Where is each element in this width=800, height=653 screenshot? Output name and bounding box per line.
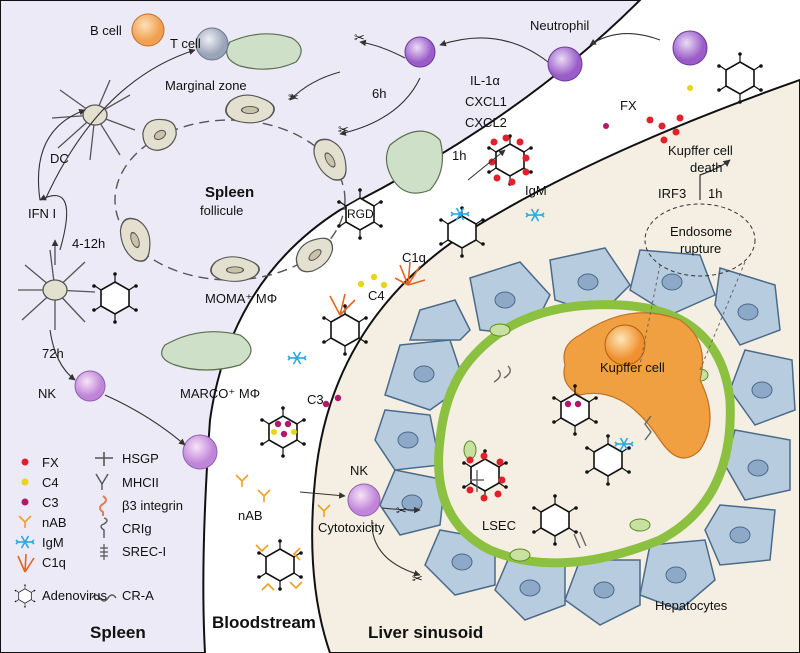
nk-cell-blood xyxy=(347,483,381,517)
label-1h-liver: 1h xyxy=(708,186,722,201)
label-nab: nAB xyxy=(238,508,263,523)
c1q-free xyxy=(394,261,426,286)
legend-adenovirus: Adenovirus xyxy=(42,588,108,603)
label-il1a: IL-1α xyxy=(470,73,500,88)
c4-dot-3 xyxy=(357,280,365,288)
label-nk-spleen: NK xyxy=(38,386,56,401)
label-1h-spleen: 1h xyxy=(452,148,466,163)
region-liver-sinusoid: Liver sinusoid xyxy=(368,623,483,642)
t-cell xyxy=(195,27,229,61)
legend-crig: CRIg xyxy=(122,521,152,536)
label-c4: C4 xyxy=(368,288,385,303)
nk-cell-spleen xyxy=(74,370,106,402)
c1q-on-virus xyxy=(329,293,356,316)
spleen-follicle xyxy=(114,119,346,281)
label-kupffer: Kupffer cell xyxy=(600,360,665,375)
region-spleen: Spleen xyxy=(90,623,146,642)
marginal-macrophages xyxy=(161,33,443,371)
neutrophil-spleen xyxy=(404,36,436,68)
label-cxcl2: CXCL2 xyxy=(465,115,507,130)
legend-symbols xyxy=(14,452,117,608)
label-follicle-sub: follicule xyxy=(200,203,243,218)
legend-fx: FX xyxy=(42,455,59,470)
irf3-arrow xyxy=(699,159,731,200)
endosome-callout xyxy=(644,203,756,277)
legend-mhcii: MHCII xyxy=(122,475,159,490)
nk-cell-spleen-target xyxy=(182,434,218,470)
legend-cr-a: CR-A xyxy=(122,588,154,603)
b-cell xyxy=(131,13,165,47)
c3-dot-top xyxy=(603,123,609,129)
label-endosome-1: Endosome xyxy=(670,224,732,239)
label-hepatocytes: Hepatocytes xyxy=(655,598,728,613)
neutrophil-blood xyxy=(547,46,583,82)
label-cxcl1: CXCL1 xyxy=(465,94,507,109)
label-endosome-2: rupture xyxy=(680,241,721,256)
svg-text:✂: ✂ xyxy=(338,123,349,138)
callout-line-2 xyxy=(699,261,746,371)
label-c1q: C1q xyxy=(402,250,426,265)
legend-b3-integrin: β3 integrin xyxy=(122,498,183,513)
label-lsec: LSEC xyxy=(482,518,516,533)
legend-hsgp: HSGP xyxy=(122,451,159,466)
label-marco: MARCO⁺ MΦ xyxy=(180,386,260,401)
hepatocyte-nuclei xyxy=(397,273,773,599)
nab-on-virus xyxy=(255,544,303,591)
flow-arrows xyxy=(37,33,661,577)
nab-free xyxy=(235,474,331,517)
label-72h: 72h xyxy=(42,346,64,361)
label-t-cell: T cell xyxy=(170,36,201,51)
c3-dot-1 xyxy=(322,400,330,408)
legend-srec-i: SREC-I xyxy=(122,544,166,559)
label-fx: FX xyxy=(620,98,637,113)
spleen-region xyxy=(0,0,642,653)
callout-line-1 xyxy=(639,264,661,366)
label-kupffer-death-2: death xyxy=(690,160,723,175)
label-irf3: IRF3 xyxy=(658,186,686,201)
legend-c3: C3 xyxy=(42,495,59,510)
c3-on-virus xyxy=(274,400,582,438)
label-kupffer-death-1: Kupffer cell xyxy=(668,143,733,158)
c4-on-virus xyxy=(271,429,297,435)
legend-nab: nAB xyxy=(42,515,67,530)
legend-c1q: C1q xyxy=(42,555,66,570)
kupffer-cell xyxy=(563,312,711,459)
label-follicle-title: Spleen xyxy=(205,184,254,201)
label-dc: DC xyxy=(50,151,69,166)
label-c3: C3 xyxy=(307,392,324,407)
legend-igm: IgM xyxy=(42,535,64,550)
label-igm: IgM xyxy=(525,183,547,198)
receptors xyxy=(470,365,652,549)
dendritic-cell-bottom xyxy=(18,249,96,330)
region-bloodstream: Bloodstream xyxy=(212,613,316,632)
svg-text:✂: ✂ xyxy=(354,31,365,46)
label-moma: MOMA⁺ MΦ xyxy=(205,291,277,306)
c4-dot-2 xyxy=(380,281,388,289)
fx-dots xyxy=(466,114,684,502)
neutrophil-incoming xyxy=(672,30,708,66)
label-4-12h: 4-12h xyxy=(72,236,105,251)
label-rgd: RGD xyxy=(347,207,374,221)
svg-text:✂: ✂ xyxy=(396,504,407,519)
label-neutrophil: Neutrophil xyxy=(530,18,589,33)
label-6h: 6h xyxy=(372,86,386,101)
kupffer-nucleus xyxy=(604,324,646,366)
label-marginal-zone: Marginal zone xyxy=(165,78,247,93)
svg-text:✂: ✂ xyxy=(412,572,423,587)
c4-dot-top xyxy=(687,85,693,91)
dendritic-cell-top xyxy=(51,79,136,161)
c3-dot-2 xyxy=(334,394,342,402)
c4-dot-1 xyxy=(370,273,378,281)
label-nk-blood: NK xyxy=(350,463,368,478)
label-b-cell: B cell xyxy=(90,23,122,38)
legend-c4: C4 xyxy=(42,475,59,490)
label-cytotoxicity: Cytotoxicity xyxy=(318,520,385,535)
label-ifn: IFN I xyxy=(28,206,56,221)
